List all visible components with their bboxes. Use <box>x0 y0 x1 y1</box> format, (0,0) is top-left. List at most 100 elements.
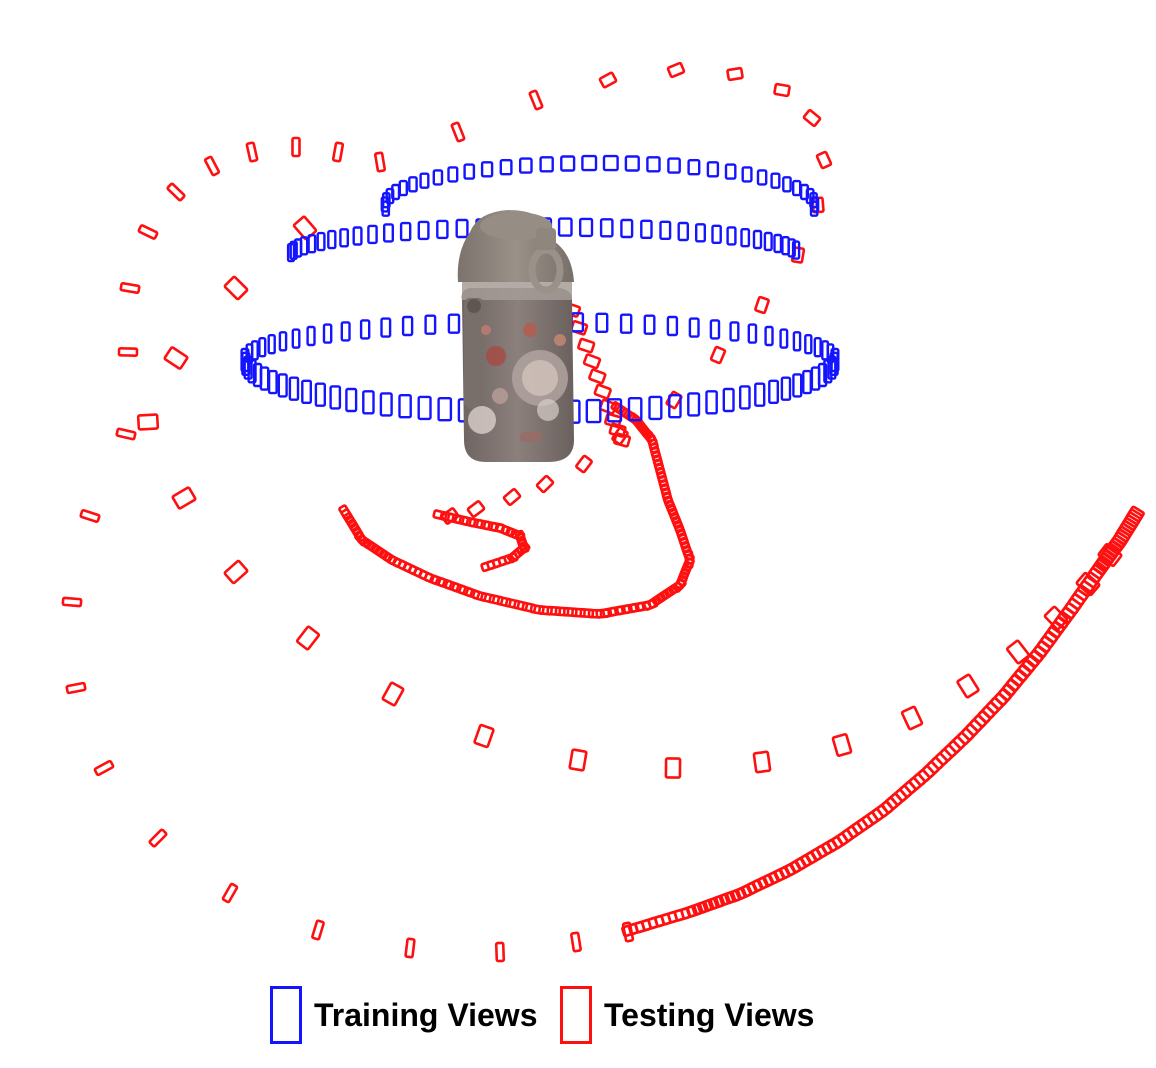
testing-camera <box>666 61 686 79</box>
testing-camera <box>137 224 159 240</box>
training-camera <box>722 387 735 413</box>
legend-testing: Testing Views <box>560 982 814 1048</box>
legend-training: Training Views <box>270 982 537 1048</box>
training-camera <box>726 226 737 246</box>
training-camera <box>740 227 751 248</box>
training-camera <box>463 163 476 180</box>
testing-camera <box>450 121 466 143</box>
training-camera <box>278 331 288 352</box>
training-camera <box>810 366 821 391</box>
testing-camera <box>752 750 772 774</box>
testing-camera <box>513 599 529 612</box>
testing-camera <box>404 937 416 959</box>
training-camera <box>362 390 375 415</box>
training-camera <box>646 156 661 173</box>
training-camera <box>398 179 408 197</box>
testing-swatch <box>560 986 592 1044</box>
training-camera <box>277 373 288 398</box>
training-camera <box>419 172 430 189</box>
testing-camera <box>311 919 325 941</box>
training-camera <box>640 219 653 240</box>
training-camera <box>620 218 634 239</box>
training-camera <box>624 155 640 172</box>
training-camera <box>619 313 633 334</box>
training-camera <box>339 228 350 248</box>
testing-camera <box>1075 571 1101 597</box>
training-camera <box>557 217 573 237</box>
testing-camera <box>488 593 504 606</box>
testing-camera <box>245 141 259 163</box>
testing-camera <box>119 281 141 295</box>
testing-camera <box>535 474 555 494</box>
training-camera <box>627 397 643 422</box>
training-camera <box>380 317 392 338</box>
training-camera <box>687 392 701 417</box>
training-camera <box>763 231 773 252</box>
training-camera <box>602 154 619 172</box>
training-camera <box>659 220 672 241</box>
training-camera <box>398 394 412 419</box>
training-camera <box>668 394 682 419</box>
testing-camera <box>480 559 496 573</box>
testing-camera <box>579 608 595 619</box>
testing-camera <box>554 606 570 617</box>
training-camera <box>447 313 461 334</box>
training-camera <box>391 183 401 201</box>
training-camera <box>754 382 766 407</box>
testing-camera <box>587 608 603 619</box>
testing-camera <box>439 510 455 523</box>
testing-camera <box>331 141 345 163</box>
training-camera <box>437 397 453 422</box>
training-camera <box>779 328 789 349</box>
training-camera <box>447 166 459 183</box>
training-camera <box>329 385 342 410</box>
training-camera <box>809 200 819 217</box>
training-camera <box>252 362 263 388</box>
testing-camera <box>466 500 486 518</box>
training-camera <box>436 219 449 240</box>
testing-camera <box>464 587 481 600</box>
training-camera <box>595 312 609 333</box>
training-camera <box>792 179 802 197</box>
training-camera <box>764 325 774 347</box>
testing-camera <box>575 454 593 474</box>
training-camera <box>666 315 679 337</box>
training-camera <box>606 398 623 423</box>
testing-camera <box>664 757 682 779</box>
testing-camera <box>432 509 448 521</box>
training-camera <box>802 369 812 395</box>
training-camera <box>345 387 358 413</box>
training-camera <box>581 154 598 172</box>
training-camera <box>770 172 781 189</box>
training-camera <box>792 331 802 352</box>
testing-camera <box>148 828 168 848</box>
training-camera <box>756 169 768 186</box>
testing-camera <box>480 591 496 604</box>
training-camera <box>306 325 316 347</box>
testing-camera <box>709 345 727 365</box>
training-camera <box>585 398 602 424</box>
testing-camera <box>93 759 115 777</box>
training-camera <box>791 240 801 260</box>
training-camera <box>291 328 301 349</box>
water-bottle-object <box>457 210 574 462</box>
training-camera <box>432 169 444 186</box>
testing-camera <box>65 681 87 695</box>
training-camera <box>648 395 663 421</box>
training-camera <box>773 233 783 254</box>
testing-camera <box>521 601 537 614</box>
testing-camera <box>295 625 321 651</box>
training-camera <box>687 158 701 176</box>
testing-camera <box>61 596 83 608</box>
testing-camera <box>570 931 582 953</box>
testing-camera <box>437 577 453 590</box>
testing-camera <box>446 512 463 525</box>
training-camera <box>706 161 720 178</box>
training-camera <box>379 392 393 417</box>
training-camera <box>813 337 822 358</box>
testing-camera <box>562 606 578 618</box>
testing-camera <box>79 509 101 523</box>
training-camera <box>455 218 469 239</box>
testing-camera <box>373 151 387 173</box>
testing-camera <box>430 574 447 588</box>
